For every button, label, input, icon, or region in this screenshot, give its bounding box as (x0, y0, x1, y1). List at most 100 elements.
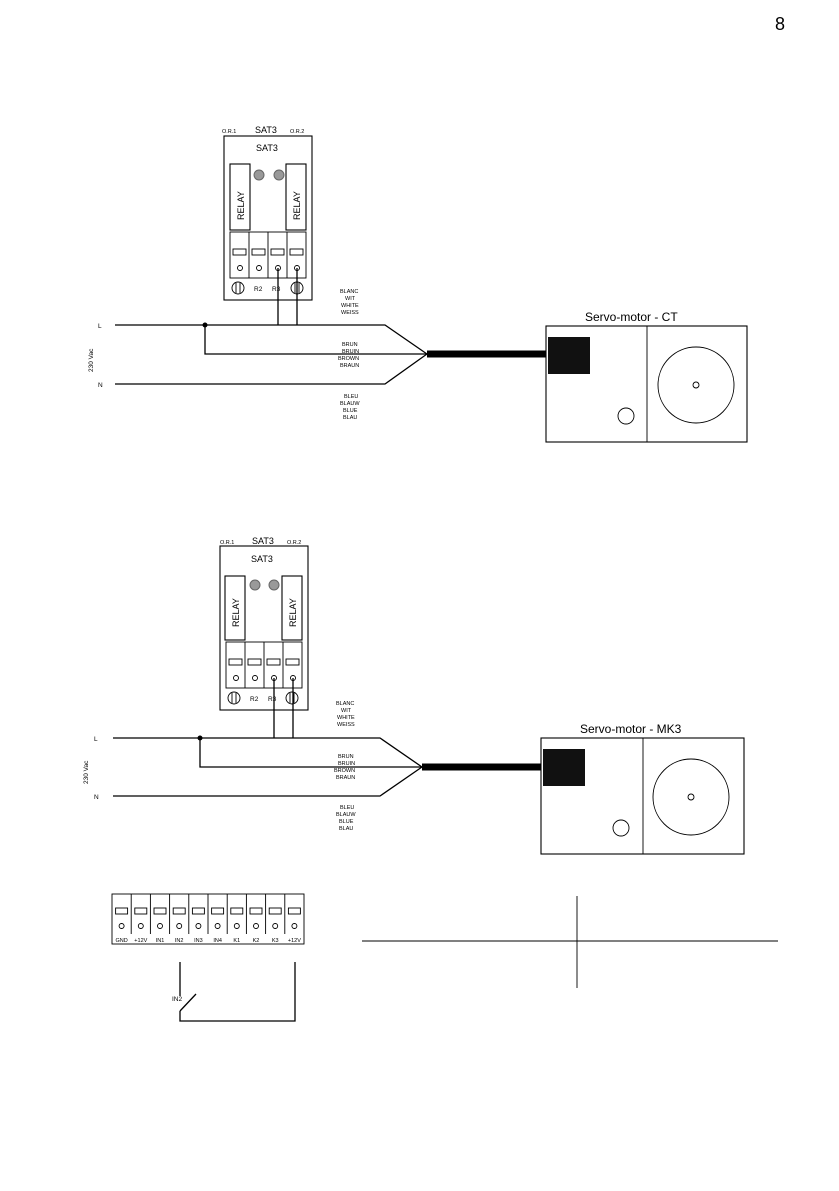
blank-table (362, 896, 778, 988)
svg-text:BLUE: BLUE (339, 819, 354, 825)
terminal-label: IN1 (156, 938, 165, 944)
terminal-label: IN3 (194, 938, 203, 944)
servo-motor-ct: Servo-motor - CT (545, 310, 748, 443)
line-wire (115, 324, 428, 355)
terminal-clamp (230, 907, 244, 915)
servo-motor-mk3: Servo-motor - MK3 (540, 722, 745, 855)
svg-text:BLANC: BLANC (336, 701, 354, 707)
switch-label: IN2 (172, 996, 183, 1003)
svg-text:WIT: WIT (341, 708, 352, 714)
or1-label: O.R.1 (220, 540, 234, 546)
terminal-clamp (211, 907, 225, 915)
svg-text:BLANC: BLANC (340, 289, 358, 295)
blue-wire-label: BLEU BLAUW BLUE BLAU (336, 805, 356, 832)
svg-text:BRAUN: BRAUN (336, 775, 355, 781)
supply-voltage: 230 Vac (83, 760, 90, 784)
relay-right-label: RELAY (288, 598, 298, 627)
terminal-screw (176, 923, 183, 929)
sat3-inner-label: SAT3 (256, 143, 278, 153)
terminal-label: K1 (233, 938, 240, 944)
sat3-inner-label: SAT3 (251, 554, 273, 564)
terminal-r2: R2 (254, 286, 263, 293)
terminal-screw (157, 923, 163, 929)
terminal-clamp (268, 907, 282, 915)
cable-gland (548, 337, 590, 374)
relay-right-label: RELAY (292, 191, 302, 220)
terminal-label: +12V (134, 938, 147, 944)
svg-text:BLEU: BLEU (344, 394, 358, 400)
sat3-top-label: SAT3 (255, 125, 277, 135)
sat3-top-label: SAT3 (252, 536, 274, 546)
diagram-ct: O.R.1 SAT3 O.R.2 SAT3 RELAY RELAY (88, 125, 748, 443)
terminal-screw (137, 923, 144, 929)
svg-text:WHITE: WHITE (341, 303, 359, 309)
line-wire (113, 737, 423, 768)
terminal-clamp (134, 907, 148, 915)
terminal-clamp (287, 907, 301, 915)
white-wire-label: BLANC WIT WHITE WEISS (336, 701, 355, 728)
terminal-clamp (249, 907, 263, 915)
relay-left-label: RELAY (236, 191, 246, 220)
neutral-label: N (94, 794, 99, 801)
sat3-module: O.R.1 SAT3 O.R.2 SAT3 RELAY RELAY (219, 536, 309, 711)
motor-shaft (692, 381, 700, 389)
svg-text:BLAU: BLAU (339, 826, 353, 832)
neutral-wire (115, 353, 428, 385)
neutral-wire (113, 766, 423, 797)
supply-voltage: 230 Vac (88, 348, 95, 372)
switch-contact (179, 993, 197, 1012)
brown-wire-label: BRUN BRUIN BROWN BRAUN (334, 754, 355, 781)
diagram-mk3: O.R.1 SAT3 O.R.2 SAT3 RELAY RELAY (83, 536, 745, 855)
neutral-label: N (98, 382, 103, 389)
terminal-screw (195, 923, 202, 929)
terminal-label: K2 (253, 938, 260, 944)
relay-left-label: RELAY (231, 598, 241, 627)
svg-text:WHITE: WHITE (337, 715, 355, 721)
page-number: 8 (775, 14, 785, 34)
terminal-r3: R3 (268, 696, 277, 703)
blue-wire-label: BLEU BLAUW BLUE BLAU (340, 394, 360, 421)
or2-label: O.R.2 (287, 540, 301, 546)
terminal-clamp (172, 907, 186, 915)
terminal-block (229, 231, 307, 279)
svg-text:BRAUN: BRAUN (340, 363, 359, 369)
or2-label: O.R.2 (290, 129, 304, 135)
svg-text:WIT: WIT (345, 296, 356, 302)
terminal-screw (253, 923, 259, 929)
brown-wire-label: BRUN BRUIN BROWN BRAUN (338, 342, 359, 369)
terminal-clamp (153, 907, 167, 915)
terminal-r2: R2 (250, 696, 259, 703)
motor-dial (657, 346, 735, 424)
servo-motor-title: Servo-motor - MK3 (580, 722, 682, 736)
svg-text:BLAU: BLAU (343, 415, 357, 421)
svg-text:BROWN: BROWN (334, 768, 355, 774)
brown-wire (199, 738, 422, 768)
svg-text:BLAUW: BLAUW (336, 812, 356, 818)
svg-text:BROWN: BROWN (338, 356, 359, 362)
terminal-label: +12V (288, 938, 301, 944)
terminal-block (225, 641, 303, 689)
line-label: L (94, 736, 98, 743)
svg-text:BRUIN: BRUIN (338, 761, 355, 767)
svg-text:BLUE: BLUE (343, 408, 358, 414)
terminal-screw (233, 923, 240, 929)
fuse-left (231, 281, 245, 295)
white-wire-label: BLANC WIT WHITE WEISS (340, 289, 359, 316)
brown-wire (204, 325, 427, 355)
screw (617, 407, 635, 425)
terminal-label: K3 (272, 938, 279, 944)
terminal-clamp (191, 907, 205, 915)
svg-text:WEISS: WEISS (337, 722, 355, 728)
svg-text:BLEU: BLEU (340, 805, 354, 811)
terminal-screw (291, 923, 298, 929)
switch-loop (179, 962, 296, 1022)
terminal-r3: R3 (272, 286, 281, 293)
or1-label: O.R.1 (222, 129, 236, 135)
terminal-screw (118, 923, 125, 929)
relay-left (229, 163, 251, 231)
terminal-screw (214, 923, 221, 929)
relay-right (285, 163, 307, 231)
sat3-module: O.R.1 SAT3 O.R.2 SAT3 RELAY RELAY (222, 125, 313, 301)
